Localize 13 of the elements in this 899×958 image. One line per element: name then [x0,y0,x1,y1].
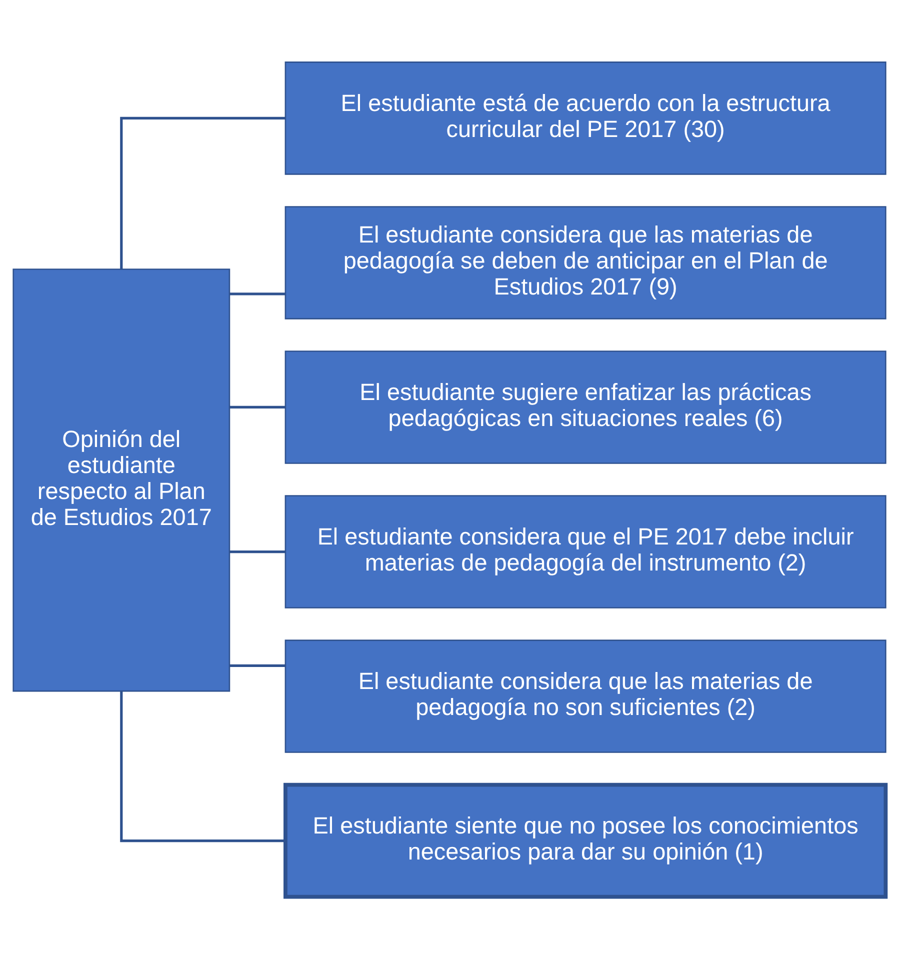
node-box: Opinión del estudiante respecto al Plan de Estudios 2017 [12,268,230,692]
node-box: El estudiante sugiere enfatizar las prácticas pedagógicas en situaciones reales (6) [284,350,886,464]
node-box: El estudiante considera que las materias de pedagogía no son suficientes (2) [284,639,886,752]
node-box: El estudiante considera que las materias de pedagogía se deben de anticipar en el Plan de Estudios 2017 (9) [284,206,886,319]
node-box: El estudiante está de acuerdo con la estructura curricular del PE 2017 (30) [284,61,886,174]
node-box: El estudiante considera que el PE 2017 debe incluir materias de pedagogía del instrumento (2) [284,494,886,608]
connector [230,664,286,666]
connector [230,550,286,553]
node-box: El estudiante siente que no posee los conocimientos necesarios para dar su opinión (1) [284,782,888,898]
connector [230,292,286,295]
connector [120,116,286,269]
connector [120,691,286,842]
connector [230,405,286,408]
